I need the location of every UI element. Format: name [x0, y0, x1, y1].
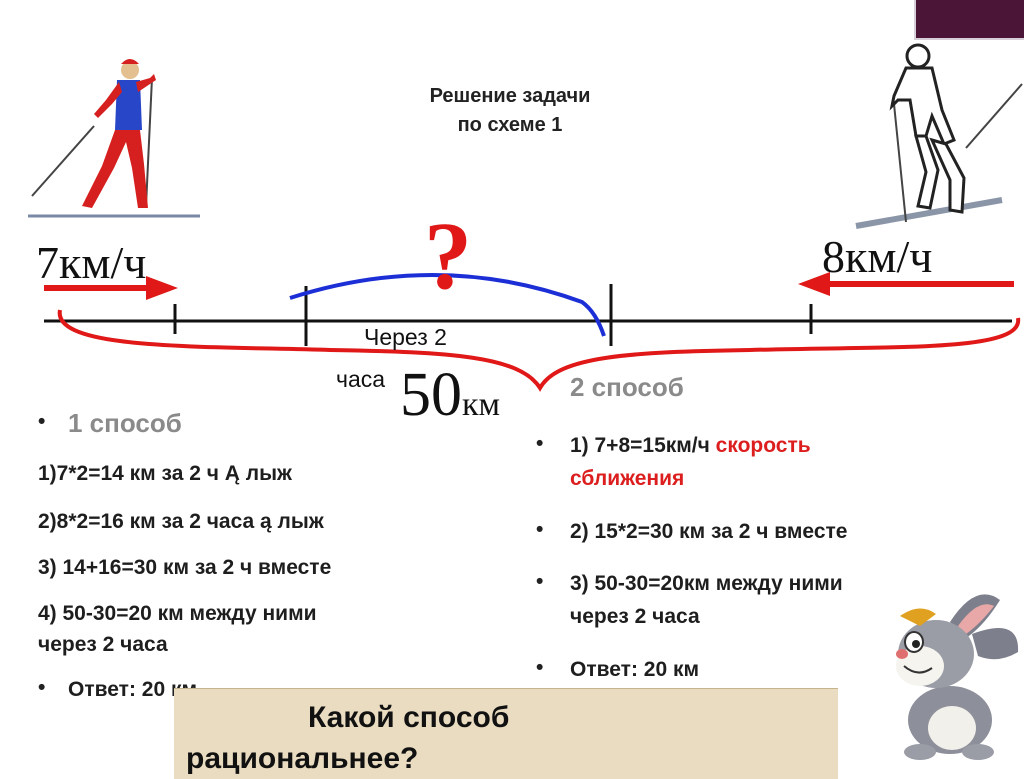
- distance-label: 50км: [400, 360, 500, 431]
- method1-heading: 1 способ: [68, 408, 182, 439]
- bullet: •: [38, 410, 45, 434]
- method1-step: 3) 14+16=30 км за 2 ч вместе: [38, 552, 331, 583]
- left-speed-label: 7км/ч: [36, 236, 146, 289]
- method2-step3: 3) 50-30=20км между ними: [570, 568, 843, 599]
- method2-heading: 2 способ: [570, 372, 684, 403]
- bullet: •: [536, 518, 543, 542]
- method2-answer: Ответ: 20 км: [570, 654, 699, 685]
- time-label-line1: Через 2: [364, 324, 447, 351]
- method1-step: 1)7*2=14 км за 2 ч Ą лыж: [38, 458, 292, 489]
- bullet: •: [536, 432, 543, 456]
- method2-step2: 2) 15*2=30 км за 2 ч вместе: [570, 516, 847, 547]
- distance-unit: км: [462, 386, 500, 423]
- bullet: •: [536, 656, 543, 680]
- rabbit-icon: [880, 582, 1024, 762]
- method2-step1-text: 1) 7+8=15км/ч: [570, 434, 710, 457]
- right-speed-label: 8км/ч: [822, 230, 932, 283]
- bullet: •: [38, 676, 45, 700]
- distance-number: 50: [400, 361, 462, 429]
- method2-step3-line2: через 2 часа: [570, 601, 700, 632]
- method1-step: 2)8*2=16 км за 2 часа ą лыж: [38, 506, 324, 537]
- bullet: •: [536, 570, 543, 594]
- method2-step1: 1) 7+8=15км/ч скорость: [570, 430, 811, 461]
- method2-step1-red-line2: сближения: [570, 463, 684, 494]
- method1-step: через 2 часа: [38, 629, 168, 660]
- question-mark: ?: [424, 200, 472, 311]
- banner-question-line2: рациональнее?: [186, 742, 418, 776]
- method1-step: 4) 50-30=20 км между ними: [38, 598, 317, 629]
- banner-question-line1: Какой способ: [308, 701, 509, 735]
- time-label-line2: часа: [336, 366, 385, 393]
- method2-step1-red: скорость: [716, 434, 811, 457]
